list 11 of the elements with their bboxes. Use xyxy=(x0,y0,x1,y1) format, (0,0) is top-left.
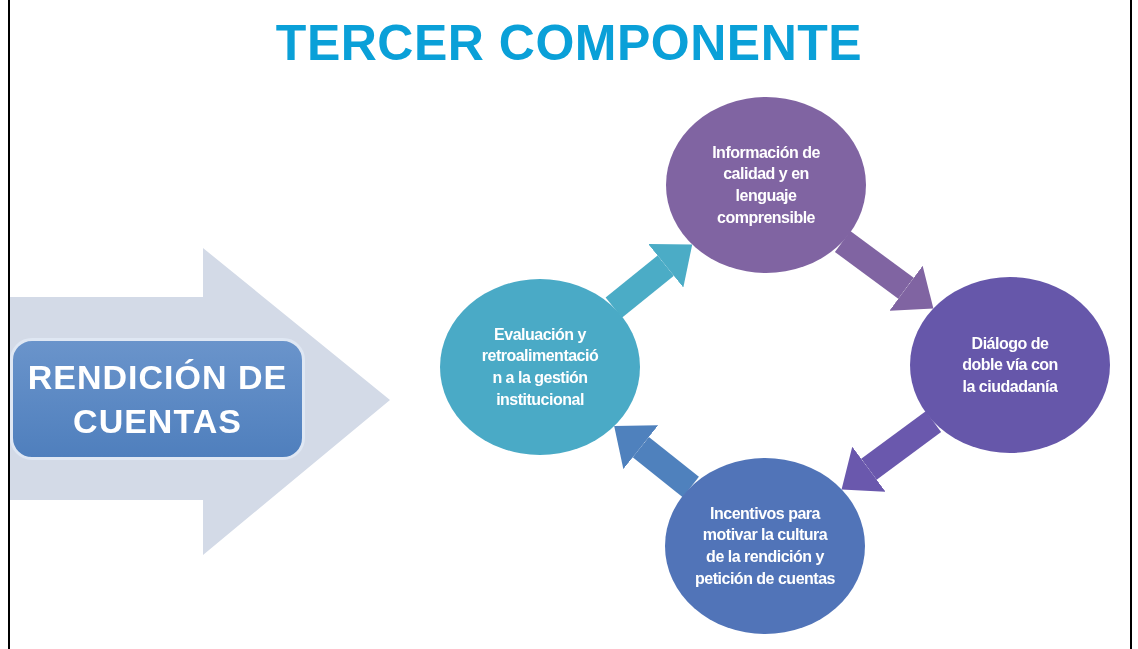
block-arrow xyxy=(834,231,934,311)
circle-label: Incentivos para motivar la cultura de la rendición y petición de cuentas xyxy=(695,503,835,589)
circle-label: Diálogo de doble vía con la ciudadanía xyxy=(961,333,1059,397)
circle-label: Información de calidad y en lenguaje comprensible xyxy=(711,142,821,228)
block-arrow xyxy=(605,243,693,318)
title: TERCER COMPONENTE xyxy=(274,14,864,72)
circle-label: Evaluación y retroalimentación a la gestión institucional xyxy=(480,324,600,410)
block-arrow xyxy=(614,425,699,498)
block-arrow xyxy=(841,411,942,492)
rounded-box xyxy=(10,338,305,460)
box-label: RENDICIÓN DE CUENTAS xyxy=(27,356,288,442)
